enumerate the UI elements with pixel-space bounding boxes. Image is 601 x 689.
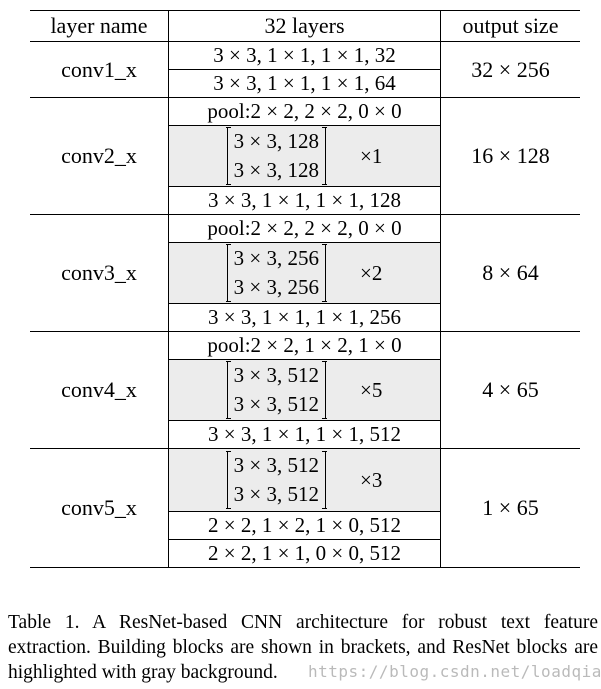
- table-row-conv4: conv4_x pool:2 × 2, 1 × 2, 1 × 0 3 × 3, …: [30, 332, 580, 449]
- table-row-conv1: conv1_x 3 × 3, 1 × 1, 1 × 1, 32 3 × 3, 1…: [30, 42, 580, 98]
- layer-name: conv5_x: [61, 495, 137, 520]
- layer-name: conv1_x: [61, 56, 137, 82]
- pool-op: pool:2 × 2, 2 × 2, 0 × 0: [169, 98, 440, 126]
- block-op: 3 × 3, 512: [233, 482, 319, 506]
- conv-op: 2 × 2, 1 × 2, 1 × 0, 512: [169, 512, 440, 540]
- architecture-table: layer name 32 layers output size conv1_x…: [30, 10, 580, 568]
- conv-op: 3 × 3, 1 × 1, 1 × 1, 64: [213, 71, 396, 95]
- layer-ops: 3 × 3, 1 × 1, 1 × 1, 32 3 × 3, 1 × 1, 1 …: [168, 42, 441, 97]
- table-row-conv3: conv3_x pool:2 × 2, 2 × 2, 0 × 0 3 × 3, …: [30, 215, 580, 332]
- header-32-layers: 32 layers: [168, 11, 441, 41]
- block-op: 3 × 3, 256: [233, 275, 319, 299]
- block-op: 3 × 3, 512: [233, 363, 319, 387]
- block-op: 3 × 3, 512: [233, 392, 319, 416]
- block-multiplier: ×2: [360, 260, 383, 285]
- layer-name: conv3_x: [61, 260, 137, 285]
- layer-ops: 3 × 3, 512 3 × 3, 512 ×3 2 × 2, 1 × 2, 1…: [168, 449, 441, 567]
- table-caption: Table 1. A ResNet-based CNN architecture…: [8, 612, 598, 683]
- block-multiplier: ×3: [360, 467, 383, 492]
- building-block-bracket: 3 × 3, 128 3 × 3, 128: [226, 127, 327, 185]
- resnet-block: 3 × 3, 512 3 × 3, 512 ×3: [169, 449, 440, 512]
- block-multiplier: ×5: [360, 377, 383, 402]
- layer-name: conv2_x: [61, 143, 137, 168]
- building-block-bracket: 3 × 3, 256 3 × 3, 256: [226, 244, 327, 302]
- conv-op: 3 × 3, 1 × 1, 1 × 1, 32: [169, 42, 440, 70]
- conv-op: 3 × 3, 1 × 1, 1 × 1, 512: [207, 422, 402, 446]
- table-row-conv2: conv2_x pool:2 × 2, 2 × 2, 0 × 0 3 × 3, …: [30, 98, 580, 215]
- resnet-block: 3 × 3, 256 3 × 3, 256 ×2: [169, 243, 440, 304]
- conv-op: 3 × 3, 1 × 1, 1 × 1, 128: [207, 188, 402, 212]
- output-size: 32 × 256: [471, 56, 550, 82]
- output-size: 8 × 64: [482, 260, 539, 285]
- layer-ops: pool:2 × 2, 2 × 2, 0 × 0 3 × 3, 128 3 × …: [168, 98, 441, 214]
- block-multiplier: ×1: [360, 143, 383, 168]
- block-op: 3 × 3, 128: [233, 158, 319, 182]
- block-op: 3 × 3, 256: [233, 246, 319, 270]
- resnet-block: 3 × 3, 128 3 × 3, 128 ×1: [169, 126, 440, 187]
- watermark: https://blog.csdn.net/loadqian: [308, 662, 601, 681]
- block-op: 3 × 3, 128: [233, 129, 319, 153]
- table-row-conv5: conv5_x 3 × 3, 512 3 × 3, 512 ×3 2 × 2, …: [30, 449, 580, 567]
- output-size: 4 × 65: [482, 377, 539, 402]
- output-size: 16 × 128: [471, 143, 550, 168]
- conv-op: 2 × 2, 1 × 1, 0 × 0, 512: [207, 541, 402, 565]
- resnet-block: 3 × 3, 512 3 × 3, 512 ×5: [169, 360, 440, 421]
- building-block-bracket: 3 × 3, 512 3 × 3, 512: [226, 451, 327, 509]
- layer-ops: pool:2 × 2, 1 × 2, 1 × 0 3 × 3, 512 3 × …: [168, 332, 441, 448]
- pool-op: pool:2 × 2, 1 × 2, 1 × 0: [169, 332, 440, 360]
- pool-op: pool:2 × 2, 2 × 2, 0 × 0: [169, 215, 440, 243]
- block-op: 3 × 3, 512: [233, 453, 319, 477]
- header-output-size: output size: [462, 13, 559, 38]
- header-layer-name: layer name: [50, 13, 148, 38]
- layer-ops: pool:2 × 2, 2 × 2, 0 × 0 3 × 3, 256 3 × …: [168, 215, 441, 331]
- layer-name: conv4_x: [61, 377, 137, 402]
- conv-op: 3 × 3, 1 × 1, 1 × 1, 256: [207, 305, 402, 329]
- table-header: layer name 32 layers output size: [30, 11, 580, 42]
- building-block-bracket: 3 × 3, 512 3 × 3, 512: [226, 361, 327, 419]
- output-size: 1 × 65: [482, 495, 539, 520]
